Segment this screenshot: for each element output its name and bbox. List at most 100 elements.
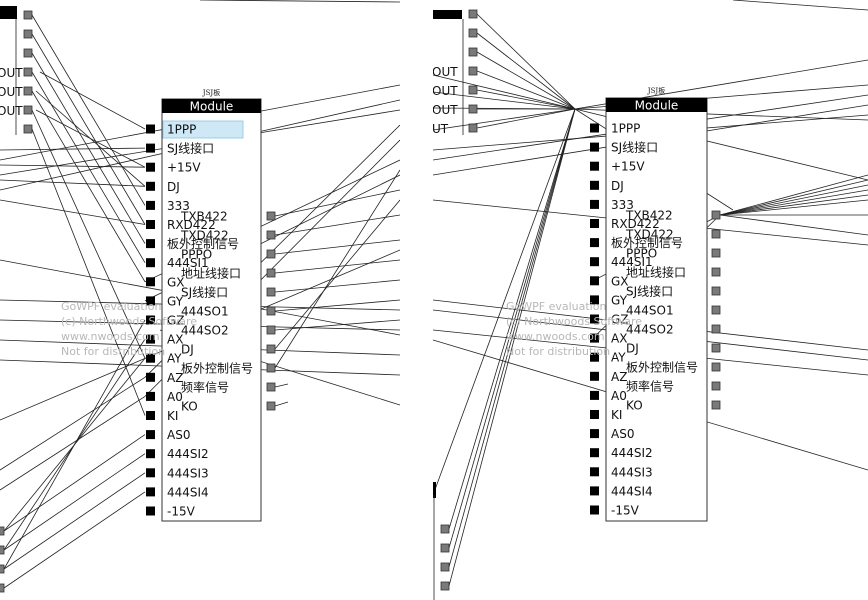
output-port[interactable] xyxy=(711,248,721,258)
input-port[interactable] xyxy=(590,505,599,515)
output-port[interactable] xyxy=(711,324,721,334)
link-line[interactable] xyxy=(0,147,146,151)
output-port[interactable] xyxy=(711,286,721,296)
link-line[interactable] xyxy=(719,214,868,236)
external-port[interactable] xyxy=(468,123,478,133)
module-body[interactable] xyxy=(605,97,708,522)
external-port[interactable] xyxy=(23,29,33,39)
input-port[interactable] xyxy=(590,486,599,496)
external-port[interactable] xyxy=(23,86,33,96)
output-port[interactable] xyxy=(266,325,276,335)
input-port[interactable] xyxy=(146,334,155,344)
link-line[interactable] xyxy=(448,108,576,549)
input-port[interactable] xyxy=(590,295,599,305)
output-port[interactable] xyxy=(266,382,276,392)
input-port[interactable] xyxy=(146,411,155,420)
input-port[interactable] xyxy=(146,468,155,478)
link-line[interactable] xyxy=(3,472,146,570)
input-port[interactable] xyxy=(590,219,599,228)
external-port[interactable] xyxy=(468,9,478,19)
link-line[interactable] xyxy=(31,109,146,359)
link-line[interactable] xyxy=(3,319,146,570)
input-port[interactable] xyxy=(146,372,155,382)
input-port[interactable] xyxy=(146,487,155,497)
link-line[interactable] xyxy=(0,179,146,187)
input-port[interactable] xyxy=(146,353,155,363)
external-port[interactable] xyxy=(468,47,478,57)
link-line[interactable] xyxy=(274,383,289,388)
output-port[interactable] xyxy=(711,381,721,391)
input-port[interactable] xyxy=(590,352,599,362)
output-port[interactable] xyxy=(266,287,276,297)
link-line[interactable] xyxy=(274,259,400,274)
link-line[interactable] xyxy=(31,52,146,244)
diagram-canvas-right[interactable]: JSJ板Module1PPPSJ线接口+15VDJ333RXD422板外控制信号… xyxy=(433,0,868,600)
input-port[interactable] xyxy=(146,258,155,268)
input-port[interactable] xyxy=(590,429,599,439)
link-line[interactable] xyxy=(719,174,868,216)
external-port[interactable] xyxy=(23,48,33,58)
module-body[interactable] xyxy=(161,98,262,522)
input-port[interactable] xyxy=(146,143,155,153)
external-port[interactable] xyxy=(0,545,5,555)
input-port[interactable] xyxy=(590,410,599,419)
external-port[interactable] xyxy=(468,66,478,76)
link-line[interactable] xyxy=(476,89,576,110)
link-line[interactable] xyxy=(476,51,576,110)
input-port[interactable] xyxy=(590,333,599,343)
diagram-canvas-left[interactable]: JSJ板Module1PPPSJ线接口+15VDJ333RXD422板外控制信号… xyxy=(0,0,400,600)
link-line[interactable] xyxy=(31,90,146,283)
input-port[interactable] xyxy=(590,390,599,400)
link-line[interactable] xyxy=(476,32,576,110)
output-port[interactable] xyxy=(711,362,721,372)
link-line[interactable] xyxy=(3,491,146,589)
output-port[interactable] xyxy=(711,210,721,220)
external-port[interactable] xyxy=(23,10,33,20)
link-line[interactable] xyxy=(732,0,868,11)
output-port[interactable] xyxy=(711,267,721,277)
input-port[interactable] xyxy=(590,467,599,477)
input-port[interactable] xyxy=(146,296,155,306)
input-port[interactable] xyxy=(146,124,155,134)
input-port[interactable] xyxy=(146,162,155,172)
link-line[interactable] xyxy=(274,299,400,312)
input-port[interactable] xyxy=(590,238,599,248)
link-line[interactable] xyxy=(35,109,146,168)
input-port[interactable] xyxy=(146,239,155,249)
output-port[interactable] xyxy=(711,343,721,353)
link-line[interactable] xyxy=(274,401,289,407)
input-port[interactable] xyxy=(590,314,599,324)
link-line[interactable] xyxy=(476,108,576,129)
link-line[interactable] xyxy=(274,279,400,293)
external-port[interactable] xyxy=(440,524,450,534)
link-line[interactable] xyxy=(0,164,146,168)
link-line[interactable] xyxy=(274,189,400,217)
link-line[interactable] xyxy=(274,214,400,236)
link-line[interactable] xyxy=(0,376,146,471)
input-port[interactable] xyxy=(590,276,599,286)
link-line[interactable] xyxy=(3,434,146,532)
link-line[interactable] xyxy=(719,199,868,216)
input-port[interactable] xyxy=(590,123,599,133)
output-port[interactable] xyxy=(711,229,721,239)
link-line[interactable] xyxy=(433,108,576,496)
link-line[interactable] xyxy=(0,396,146,491)
external-port[interactable] xyxy=(0,526,5,536)
input-port[interactable] xyxy=(146,430,155,440)
link-line[interactable] xyxy=(719,184,868,216)
link-line[interactable] xyxy=(274,319,400,331)
link-line[interactable] xyxy=(719,179,868,216)
input-port[interactable] xyxy=(146,200,155,210)
link-line[interactable] xyxy=(274,199,400,350)
external-port[interactable] xyxy=(23,105,33,115)
module-node[interactable]: JSJ板Module1PPPSJ线接口+15VDJ333RXD422板外控制信号… xyxy=(440,9,721,591)
input-port[interactable] xyxy=(590,448,599,458)
output-port[interactable] xyxy=(711,400,721,410)
external-port[interactable] xyxy=(0,564,5,574)
link-line[interactable] xyxy=(199,0,400,3)
output-port[interactable] xyxy=(266,401,276,411)
link-line[interactable] xyxy=(719,194,868,216)
link-line[interactable] xyxy=(31,14,146,206)
